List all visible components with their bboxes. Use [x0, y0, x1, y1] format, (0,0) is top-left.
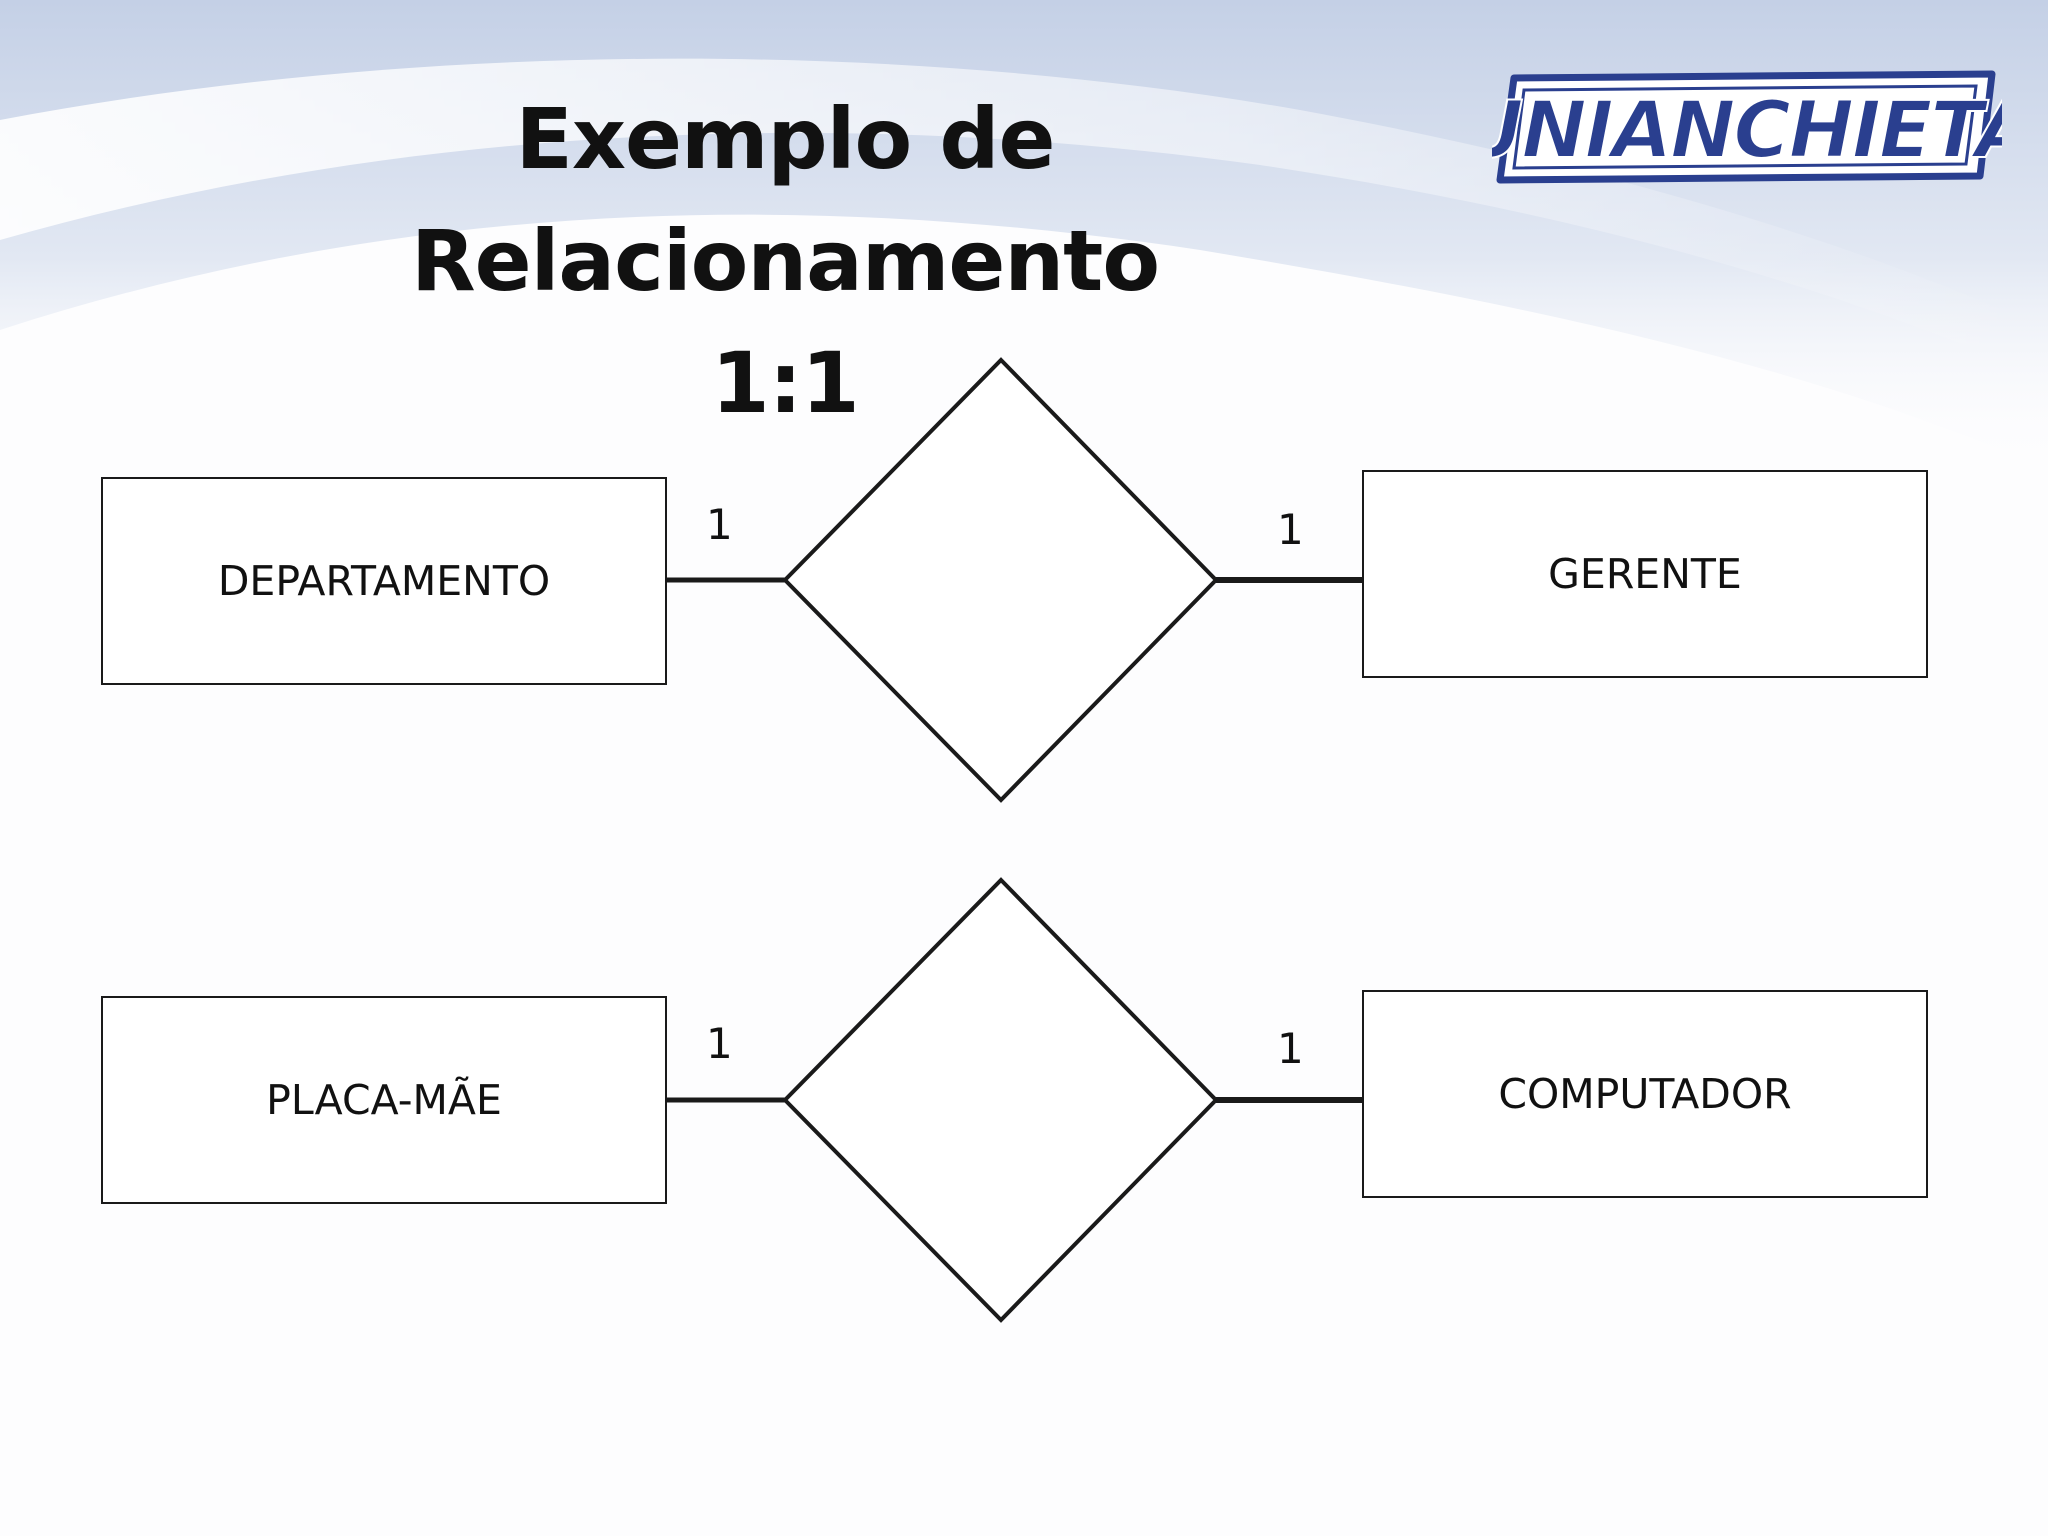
entity-label: DEPARTAMENTO [217, 557, 551, 605]
title-line-1: Exemplo de Relacionamento [410, 90, 1160, 310]
page-title: Exemplo de Relacionamento 1:1 [160, 78, 1410, 444]
entity-computador: COMPUTADOR [1362, 990, 1928, 1198]
unianchieta-logo: UNIANCHIETA [1492, 70, 2002, 184]
entity-label: PLACA-MÃE [266, 1076, 502, 1124]
title-line-2: 1:1 [711, 334, 860, 432]
entity-label: COMPUTADOR [1498, 1070, 1792, 1118]
cardinality-label: 1 [706, 500, 733, 549]
cardinality-label: 1 [1277, 1024, 1304, 1073]
entity-gerente: GERENTE [1362, 470, 1928, 678]
entity-placa-mae: PLACA-MÃE [101, 996, 667, 1204]
entity-label: GERENTE [1548, 550, 1742, 598]
relationship-2-diamond [782, 877, 1219, 1323]
cardinality-label: 1 [706, 1019, 733, 1068]
relationship-1-diamond [782, 357, 1219, 803]
entity-departamento: DEPARTAMENTO [101, 477, 667, 685]
cardinality-label: 1 [1277, 505, 1304, 554]
logo-text: UNIANCHIETA [1492, 86, 2002, 176]
